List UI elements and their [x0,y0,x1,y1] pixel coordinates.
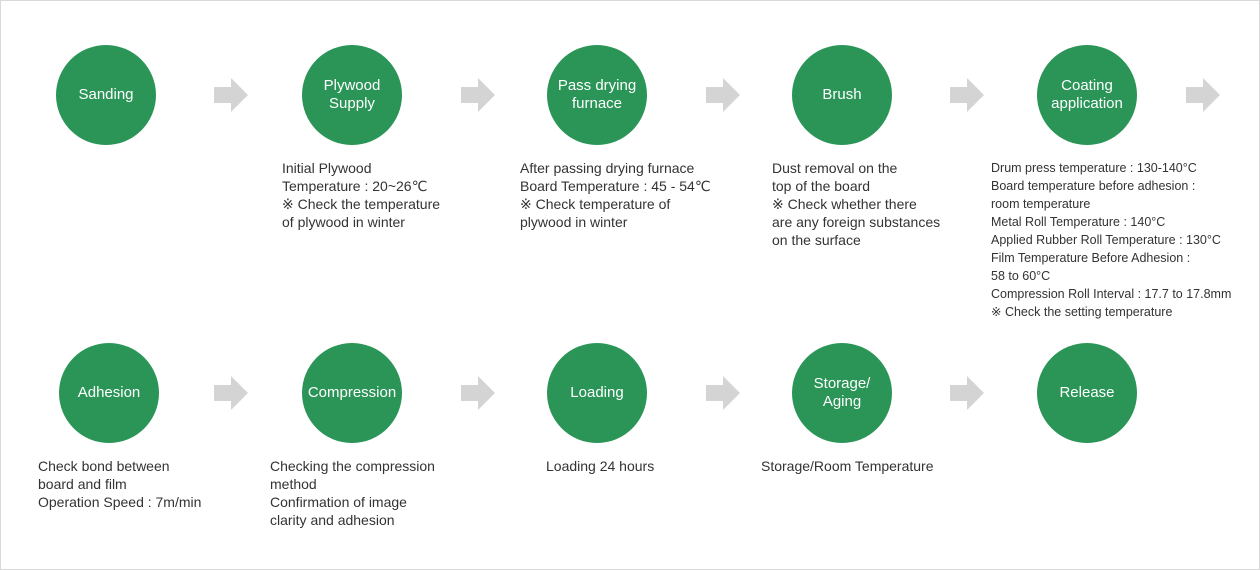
step-plywood-supply: Plywood Supply [302,45,402,145]
storage-aging-description: Storage/Room Temperature [761,457,934,475]
desc-line: Storage/Room Temperature [761,458,934,474]
desc-line: Temperature : 20~26℃ [282,178,428,194]
step-adhesion: Adhesion [59,343,159,443]
desc-line: Operation Speed : 7m/min [38,494,202,510]
desc-line: Confirmation of image [270,494,407,510]
desc-line: clarity and adhesion [270,512,395,528]
desc-line: plywood in winter [520,214,628,230]
desc-line: ※ Check temperature of [520,196,671,212]
brush-description: Dust removal on the top of the board ※ C… [772,159,940,249]
plywood-supply-description: Initial Plywood Temperature : 20~26℃ ※ C… [282,159,440,231]
right-arrow-icon [706,376,740,410]
desc-line: on the surface [772,232,861,248]
desc-line: board and film [38,476,127,492]
desc-line: Dust removal on the [772,160,898,176]
desc-line: 58 to 60°C [991,269,1051,283]
desc-line: Initial Plywood [282,160,372,176]
coating-application-description: Drum press temperature : 130-140°C Board… [991,159,1231,321]
right-arrow-icon [950,376,984,410]
step-compression: Compression [302,343,402,443]
step-release: Release [1037,343,1137,443]
desc-line: Checking the compression [270,458,435,474]
desc-line: Applied Rubber Roll Temperature : 130°C [991,233,1221,247]
desc-line: room temperature [991,197,1091,211]
desc-line: are any foreign substances [772,214,941,230]
desc-line: Drum press temperature : 130-140°C [991,161,1197,175]
compression-description: Checking the compression method Confirma… [270,457,435,529]
right-arrow-icon [214,78,248,112]
desc-line: of plywood in winter [282,214,405,230]
step-coating-application: Coating application [1037,45,1137,145]
pass-drying-furnace-description: After passing drying furnace Board Tempe… [520,159,711,231]
step-storage-aging: Storage/ Aging [792,343,892,443]
desc-line: Compression Roll Interval : 17.7 to 17.8… [991,287,1232,301]
desc-line: Board temperature before adhesion : [991,179,1196,193]
desc-line: Metal Roll Temperature : 140°C [991,215,1166,229]
desc-line: ※ Check the temperature [282,196,441,212]
desc-line: ※ Check the setting temperature [991,305,1173,319]
step-loading: Loading [547,343,647,443]
right-arrow-icon [1186,78,1220,112]
desc-line: ※ Check whether there [772,196,917,212]
adhesion-description: Check bond between board and film Operat… [38,457,201,511]
right-arrow-icon [461,78,495,112]
desc-line: Board Temperature : 45 - 54℃ [520,178,711,194]
right-arrow-icon [706,78,740,112]
desc-line: method [270,476,317,492]
step-sanding: Sanding [56,45,156,145]
desc-line: top of the board [772,178,871,194]
desc-line: Loading 24 hours [546,458,655,474]
loading-description: Loading 24 hours [546,457,654,475]
right-arrow-icon [461,376,495,410]
right-arrow-icon [214,376,248,410]
right-arrow-icon [950,78,984,112]
step-brush: Brush [792,45,892,145]
desc-line: Film Temperature Before Adhesion : [991,251,1191,265]
desc-line: After passing drying furnace [520,160,695,176]
desc-line: Check bond between [38,458,170,474]
step-pass-drying-furnace: Pass drying furnace [547,45,647,145]
